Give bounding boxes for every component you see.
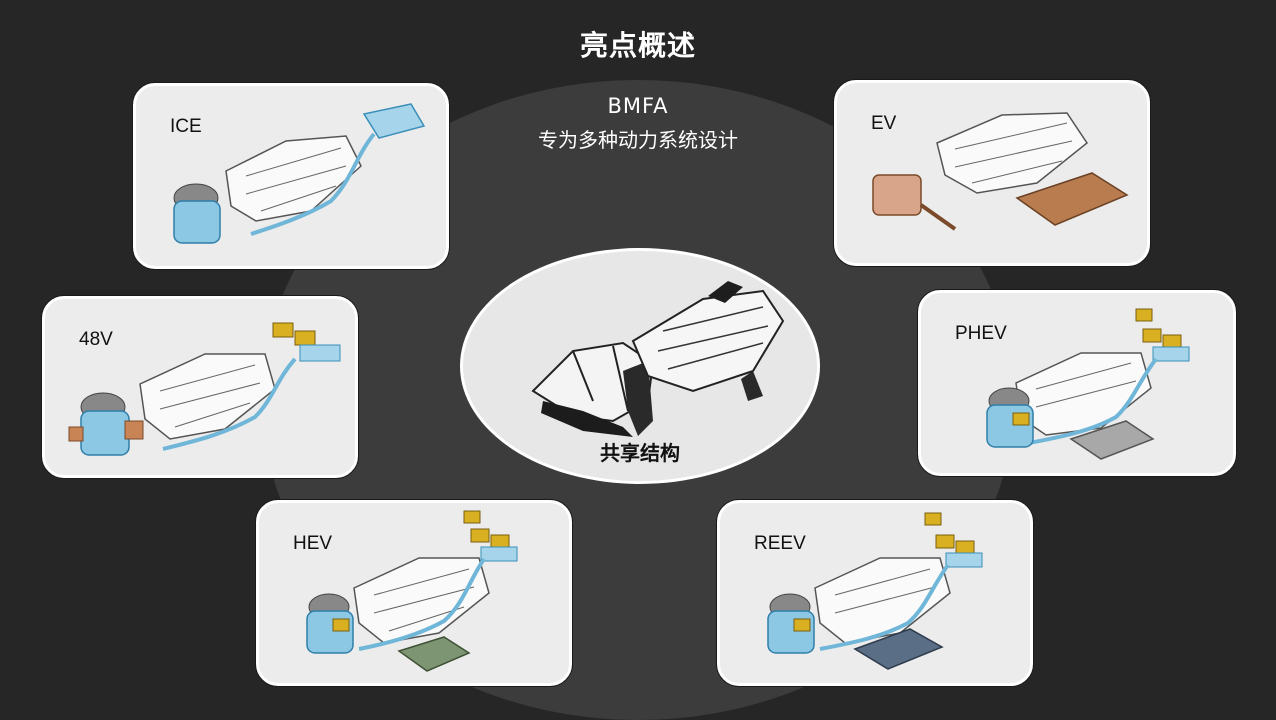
reev-powertrain-illustration bbox=[767, 512, 983, 670]
floor-pan bbox=[1015, 352, 1152, 436]
shared-structure-node: 共享结构 bbox=[460, 248, 820, 484]
battery-module bbox=[924, 512, 983, 568]
exhaust-pipe bbox=[358, 557, 486, 651]
platform-description: 专为多种动力系统设计 bbox=[538, 128, 738, 152]
front-body-structure bbox=[531, 341, 655, 437]
card-ice-label: ICE bbox=[170, 116, 202, 137]
card-hev-label: HEV bbox=[293, 533, 333, 554]
phev-traction-battery bbox=[1069, 420, 1155, 460]
engine-block bbox=[986, 387, 1034, 448]
exhaust-pipe bbox=[162, 357, 297, 451]
floor-pan bbox=[353, 557, 490, 644]
shared-structure-illustration bbox=[531, 281, 785, 437]
ev-powertrain-illustration bbox=[872, 112, 1129, 231]
card-reev: REEV bbox=[717, 500, 1033, 686]
battery-module bbox=[1135, 308, 1190, 362]
engine-block bbox=[173, 183, 221, 244]
card-ev-label: EV bbox=[871, 113, 897, 134]
floor-pan bbox=[936, 112, 1089, 194]
rear-floor-structure bbox=[631, 281, 785, 401]
ev-traction-battery bbox=[1015, 172, 1129, 226]
floor-pan bbox=[139, 353, 276, 440]
exhaust-pipe bbox=[250, 132, 376, 236]
card-phev-label: PHEV bbox=[955, 323, 1007, 344]
hev-powertrain-illustration bbox=[306, 510, 518, 672]
hev-traction-battery bbox=[397, 636, 471, 672]
engine-block bbox=[68, 392, 144, 456]
card-reev-label: REEV bbox=[754, 533, 806, 554]
exhaust-pipe bbox=[1028, 357, 1158, 445]
engine-block bbox=[767, 593, 815, 654]
card-48v: 48V bbox=[42, 296, 358, 478]
exhaust-pipe bbox=[819, 563, 950, 651]
card-hev: HEV bbox=[256, 500, 572, 686]
shared-structure-label: 共享结构 bbox=[600, 441, 680, 465]
48v-powertrain-illustration bbox=[68, 322, 341, 456]
battery-module bbox=[463, 510, 518, 562]
ice-powertrain-illustration bbox=[173, 103, 426, 244]
floor-pan bbox=[225, 135, 362, 222]
electric-drive-unit bbox=[872, 174, 957, 231]
page-title: 亮点概述 bbox=[579, 29, 696, 62]
exhaust-muffler bbox=[362, 103, 426, 139]
floor-pan bbox=[814, 557, 951, 644]
platform-name: BMFA bbox=[607, 94, 669, 118]
48v-battery-pack bbox=[272, 322, 341, 362]
card-ev: EV bbox=[834, 80, 1150, 266]
card-48v-label: 48V bbox=[79, 329, 113, 350]
card-phev: PHEV bbox=[918, 290, 1236, 476]
engine-block bbox=[306, 593, 354, 654]
card-ice: ICE bbox=[133, 83, 449, 269]
reev-traction-battery bbox=[853, 628, 944, 670]
phev-powertrain-illustration bbox=[986, 308, 1190, 460]
